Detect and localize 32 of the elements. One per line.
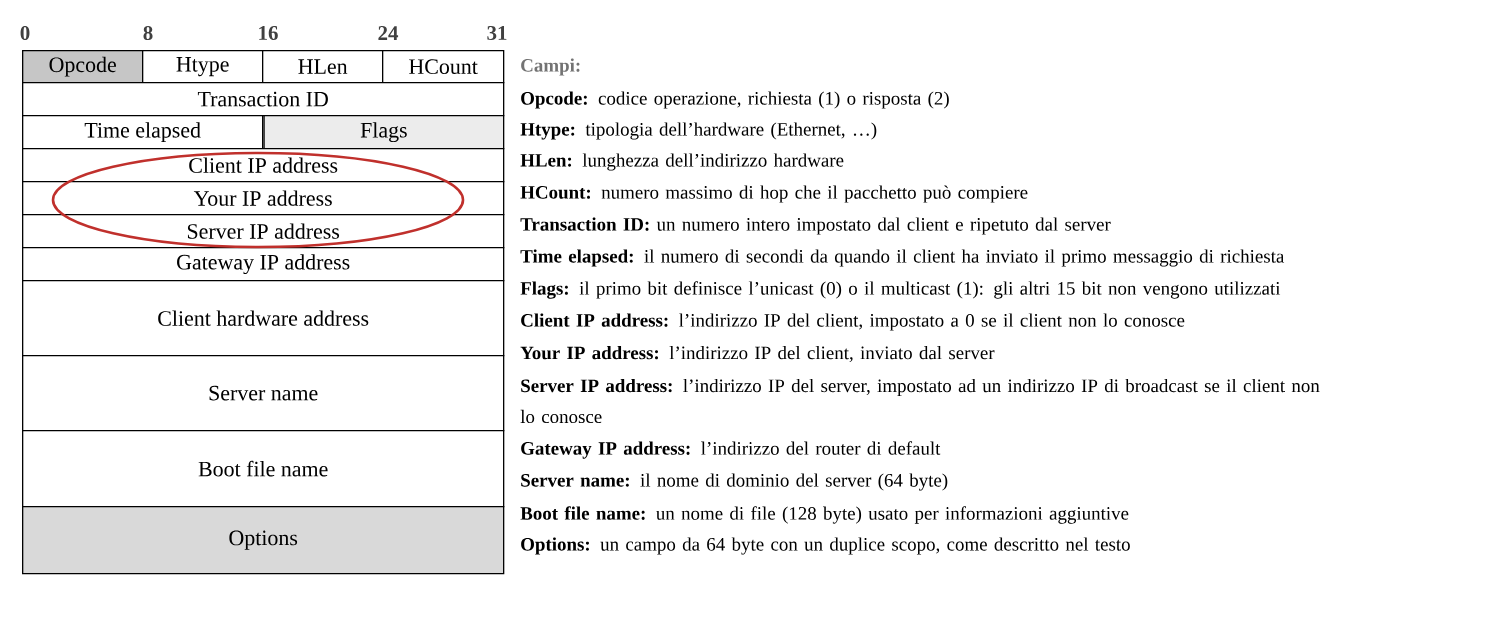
field-description: Options: un campo da 64 byte con un duplice scopo, come descritto nel testo bbox=[521, 537, 1130, 555]
bit-number: 0 bbox=[20, 25, 30, 41]
field-description: Htype: tipologia dell’hardware (Ethernet, …) bbox=[520, 122, 877, 140]
packet-field: Htype bbox=[142, 50, 264, 84]
packet-field: Gateway IP address bbox=[22, 247, 505, 282]
packet-field: Your IP address bbox=[22, 181, 505, 216]
packet-field: Flags bbox=[263, 115, 505, 150]
packet-field: Server IP address bbox=[22, 214, 505, 249]
bit-number: 24 bbox=[378, 26, 399, 40]
field-description: Boot file name: un nome di file (128 byte) usato per informazioni aggiuntive bbox=[520, 506, 1129, 524]
field-description: Opcode: codice operazione, richiesta (1) o risposta (2) bbox=[521, 91, 949, 109]
field-description: Your IP address: l’indirizzo IP del client, inviato dal server bbox=[520, 346, 995, 362]
field-description: Time elapsed: il numero di secondi da quando il client ha inviato il primo messaggio di richiesta bbox=[520, 249, 1285, 267]
bit-number: 31 bbox=[487, 25, 507, 40]
bit-number: 16 bbox=[259, 25, 278, 40]
field-description: Transaction ID: un numero intero impostato dal client e ripetuto dal server bbox=[520, 217, 1111, 235]
packet-field: Opcode bbox=[22, 50, 144, 84]
packet-field: Options bbox=[22, 506, 505, 575]
section-heading: Campi: bbox=[521, 58, 580, 76]
packet-field: HLen bbox=[262, 50, 384, 84]
field-description: Client IP address: l’indirizzo IP del client, impostato a 0 se il client non lo conosce bbox=[521, 313, 1185, 331]
bit-number: 8 bbox=[143, 25, 153, 41]
field-description: HLen: lunghezza dell’indirizzo hardware bbox=[520, 153, 844, 171]
packet-field: Time elapsed bbox=[22, 115, 264, 150]
packet-field: Boot file name bbox=[22, 430, 505, 508]
packet-field: HCount bbox=[382, 50, 505, 84]
field-description: Flags: il primo bit definisce l’unicast (0) o il multicast (1): gli altri 15 bit non vengono utilizzati bbox=[520, 281, 1281, 299]
field-description: HCount: numero massimo di hop che il pacchetto può compiere bbox=[520, 185, 1028, 203]
packet-field: Server name bbox=[22, 355, 505, 432]
packet-field: Client IP address bbox=[22, 148, 505, 183]
field-description: Gateway IP address: l’indirizzo del router di default bbox=[521, 441, 941, 459]
field-description: Server name: il nome di dominio del server (64 byte) bbox=[521, 473, 948, 491]
